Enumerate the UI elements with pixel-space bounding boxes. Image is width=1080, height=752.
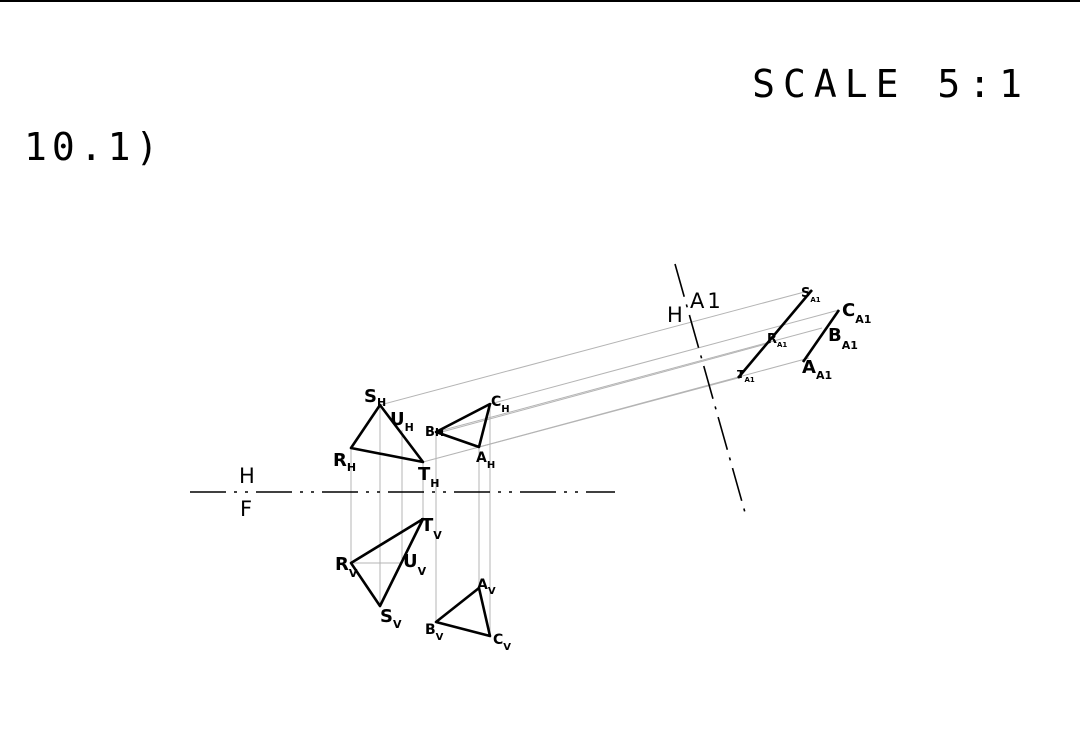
projector-t [422,377,739,463]
label-r-h: RH [333,450,356,474]
label-c-h: CH [491,394,510,415]
label-s-h: SH [364,386,386,409]
label-c-a1: CA1 [842,300,871,326]
fold-line-h-a1 [674,263,747,517]
top-border-line [0,0,1080,2]
auxiliary-view-objects [737,289,841,379]
fold-label-a1: A1 [690,289,724,313]
label-s-a1: SA1 [801,286,821,304]
label-s-v: SV [380,606,402,631]
fold-label-h: H [239,464,255,488]
fold-label-h-aux: H [667,303,683,327]
label-b-h: BH [425,425,444,440]
projector-c [489,309,840,405]
scale-label: SCALE 5:1 [752,62,1030,106]
edge-view-rst-auxiliary [737,289,813,379]
label-b-v: BV [425,622,444,643]
projection-lines-to-auxiliary [379,289,840,463]
fold-label-f: F [240,497,252,521]
label-t-a1: TA1 [737,368,755,384]
frontal-view-objects [349,517,492,638]
problem-number: 10.1) [24,125,164,169]
label-a-v: AV [477,577,496,597]
projector-b [435,327,823,433]
projector-s [379,289,813,406]
edge-view-abc-auxiliary [801,309,841,363]
label-a-a1: AA1 [802,357,832,382]
horizontal-view-objects [349,402,492,464]
triangle-rst-frontal [349,517,425,608]
label-c-v: CV [493,632,511,653]
label-t-v: TV [421,515,442,542]
triangle-rst-horizontal [349,403,425,464]
label-u-h: UH [390,409,414,434]
label-a-h: AH [476,450,495,471]
label-u-v: UV [403,551,427,578]
triangle-abc-horizontal [434,402,492,449]
triangle-abc-frontal [434,586,492,638]
label-t-h: TH [418,464,440,490]
label-r-a1: RA1 [767,332,787,349]
label-b-a1: BA1 [828,325,858,352]
projector-r [437,342,771,434]
projection-lines-vertical [350,404,491,636]
label-r-v: RV [335,554,358,580]
